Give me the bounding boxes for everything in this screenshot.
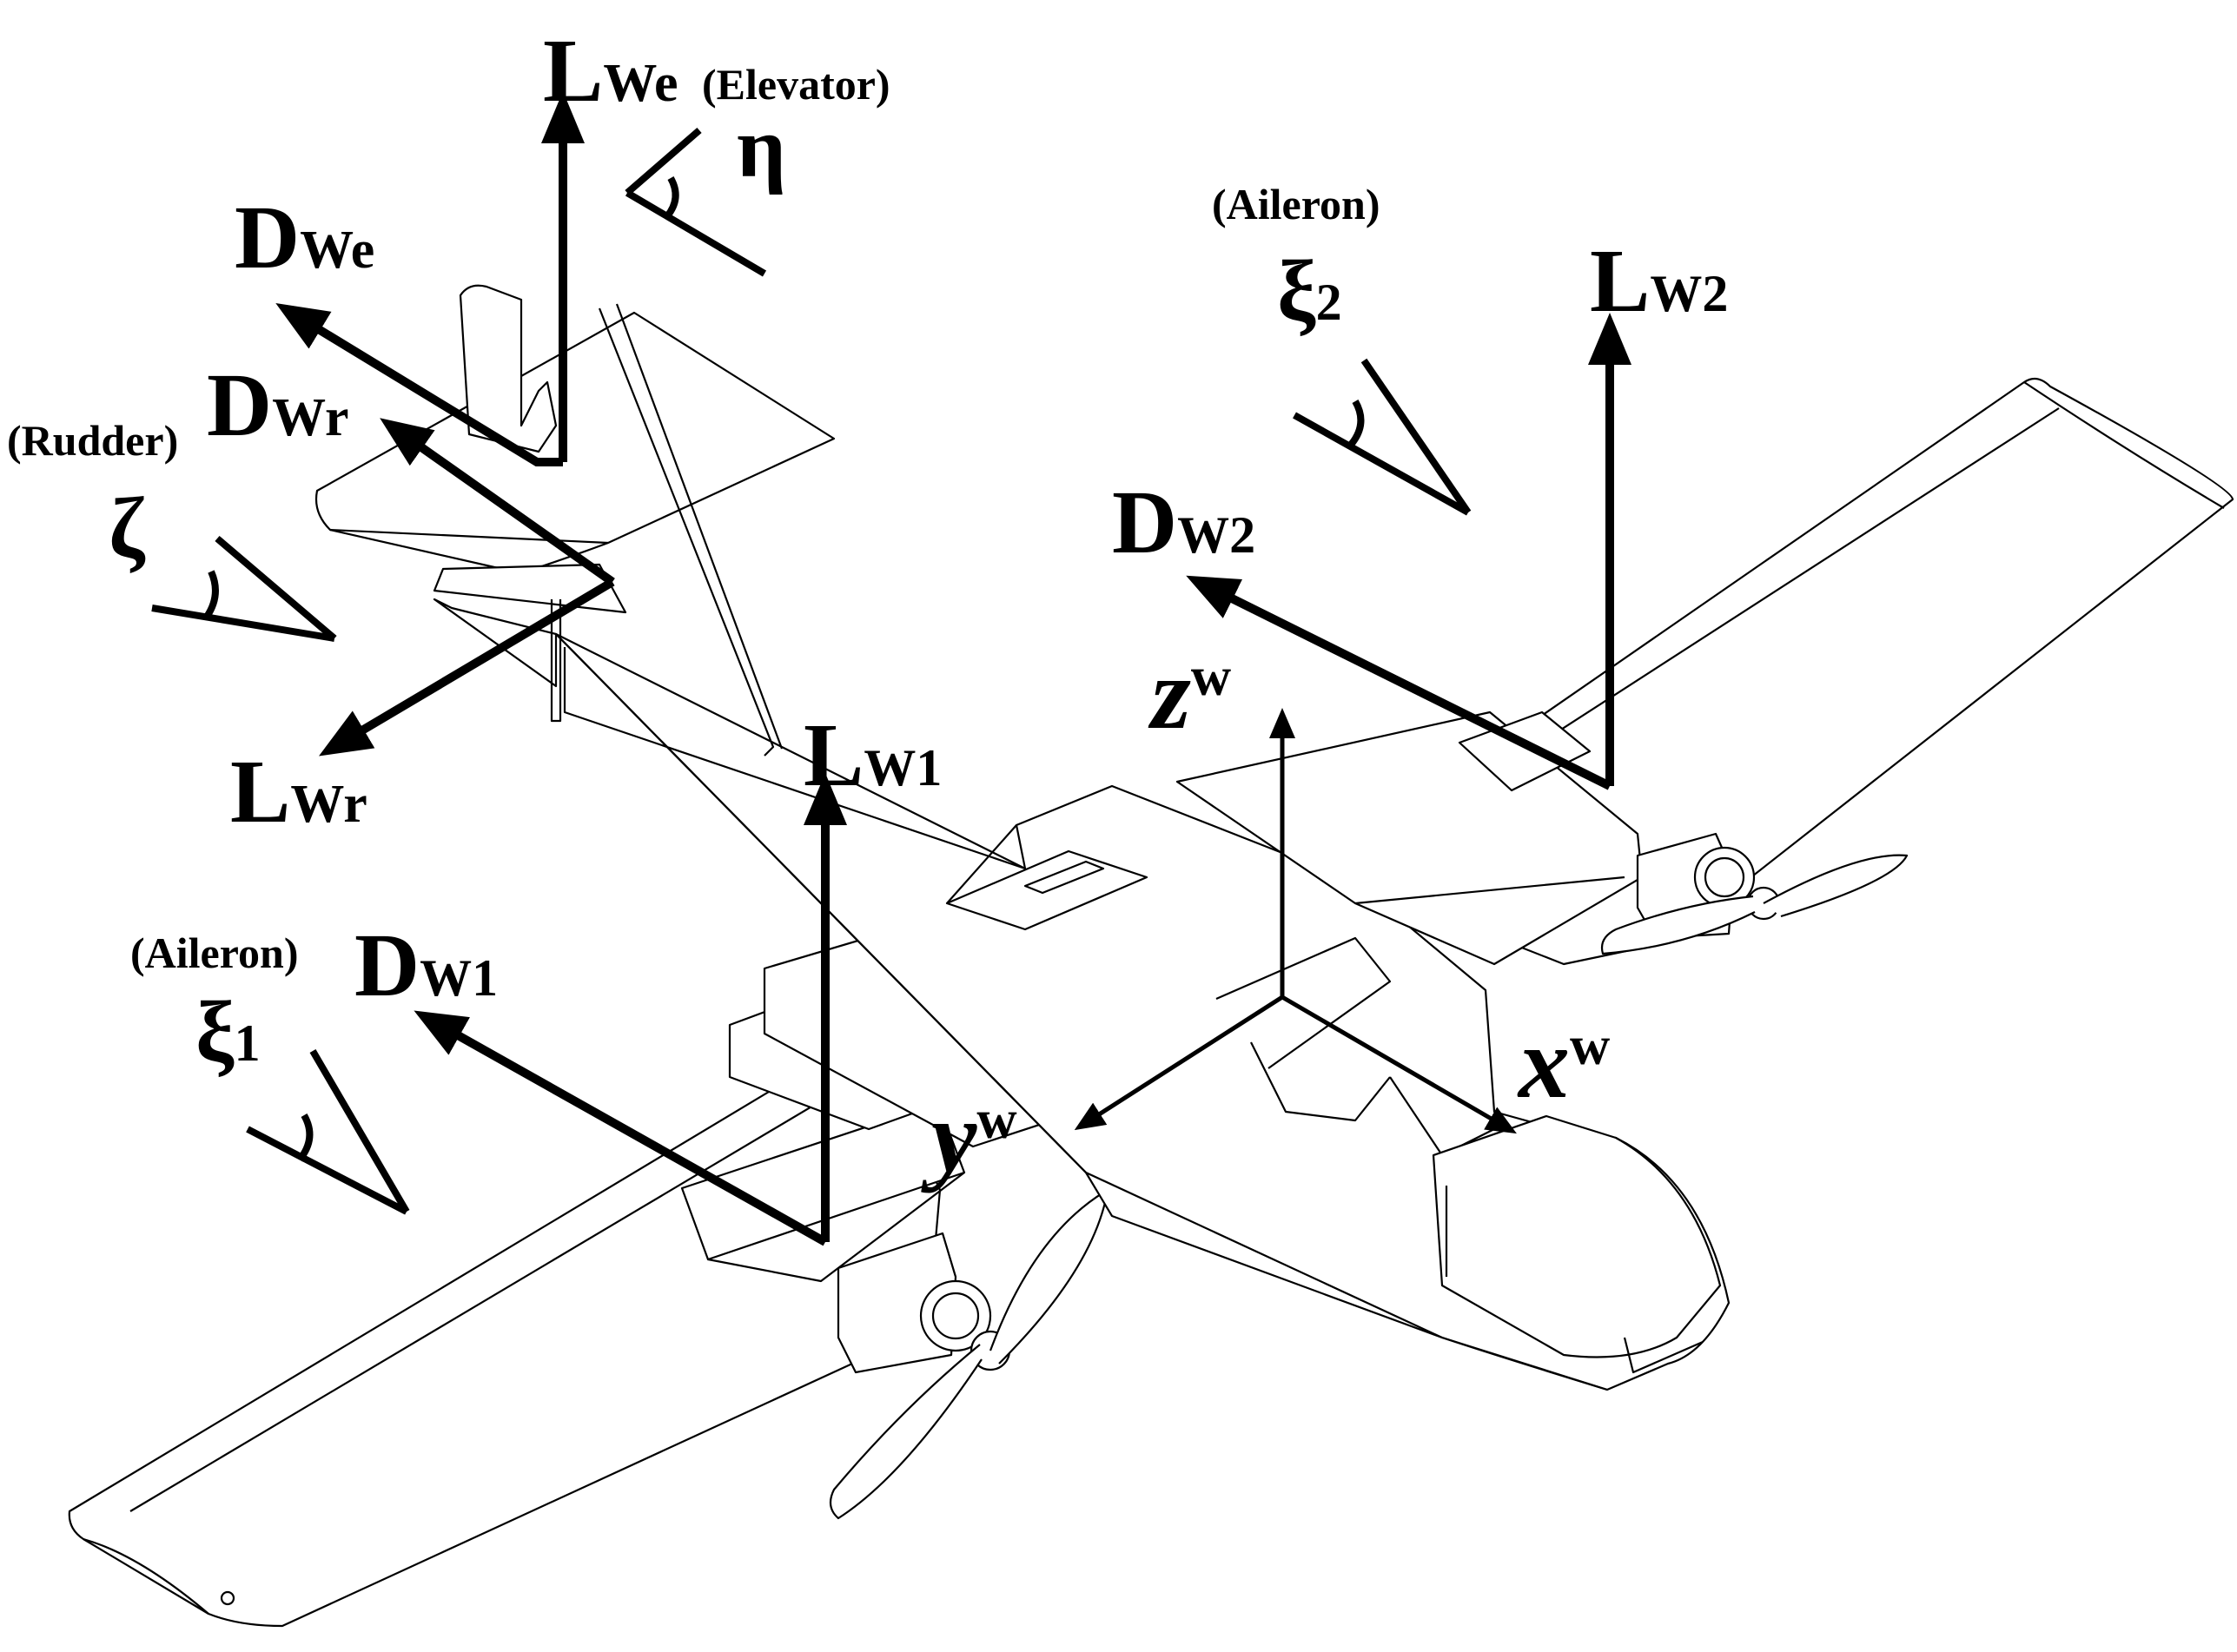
arrow-lift-rudder: [318, 578, 615, 757]
left-propeller-blade-up: [989, 1188, 1109, 1365]
left-nacelle: [837, 1232, 957, 1374]
label-drag-rudder: DWr: [207, 355, 349, 455]
label-rudder: (Rudder): [7, 416, 179, 465]
symbol-eta: η: [737, 99, 786, 195]
right-propeller-blade-2: [1600, 895, 1756, 955]
horizontal-stabilizer: [314, 311, 836, 575]
aileron-right-angle-icon: [1293, 358, 1472, 516]
left-wing-tip-line: [83, 1537, 209, 1615]
label-lift-elevator: LWe: [543, 21, 678, 121]
rudder-angle-icon: [151, 535, 337, 642]
canopy: [1432, 1114, 1722, 1358]
label-drag-wing1: DW1: [354, 915, 499, 1015]
arrow-drag-wing2: [1186, 575, 1612, 790]
left-wing-hole: [220, 1590, 235, 1606]
elevator-angle-icon: [625, 127, 767, 277]
force-arrows: [275, 91, 1631, 1246]
arrow-drag-rudder: [380, 418, 615, 586]
vertical-fin: [459, 284, 558, 453]
label-aileron-left: (Aileron): [130, 928, 299, 977]
left-wing-chord-line: [129, 1069, 874, 1512]
axis-x-arrow: [1281, 995, 1517, 1134]
right-wing-tip-line: [2023, 381, 2225, 509]
label-lift-wing1: LW1: [804, 705, 943, 805]
tail-strut: [598, 307, 775, 757]
body-axes: [1074, 708, 1517, 1134]
symbol-xi-2: ξ2: [1277, 242, 1342, 339]
label-aileron-right: (Aileron): [1212, 180, 1380, 228]
fuselage-belly: [1085, 1172, 1608, 1391]
label-drag-elevator: DWe: [235, 188, 375, 287]
angle-symbols: [151, 127, 1472, 1215]
symbol-zeta: ζ: [109, 479, 145, 576]
left-wing: [68, 1030, 942, 1628]
aircraft-outline: [68, 284, 2234, 1628]
label-lift-rudder: LWr: [230, 742, 367, 842]
arrow-drag-elevator: [275, 303, 563, 466]
arrow-drag-wing1: [414, 1010, 828, 1246]
left-propeller-blade-down: [829, 1344, 983, 1520]
symbol-xi-1: ξ1: [195, 983, 261, 1080]
label-axis-x: xw: [1519, 1006, 1611, 1120]
label-lift-wing2: LW2: [1590, 231, 1729, 331]
label-axis-y: yw: [931, 1080, 1017, 1193]
tail-boom: [433, 598, 558, 688]
aileron-left-angle-icon: [246, 1048, 410, 1215]
label-axis-z: zw: [1151, 637, 1232, 750]
left-motor: [919, 1279, 992, 1352]
right-propeller-blade: [1763, 854, 1909, 918]
label-drag-wing2: DW2: [1112, 472, 1256, 572]
rudder-hinge: [550, 599, 562, 723]
label-elevator: (Elevator): [702, 60, 890, 109]
axis-y-arrow: [1074, 995, 1284, 1131]
